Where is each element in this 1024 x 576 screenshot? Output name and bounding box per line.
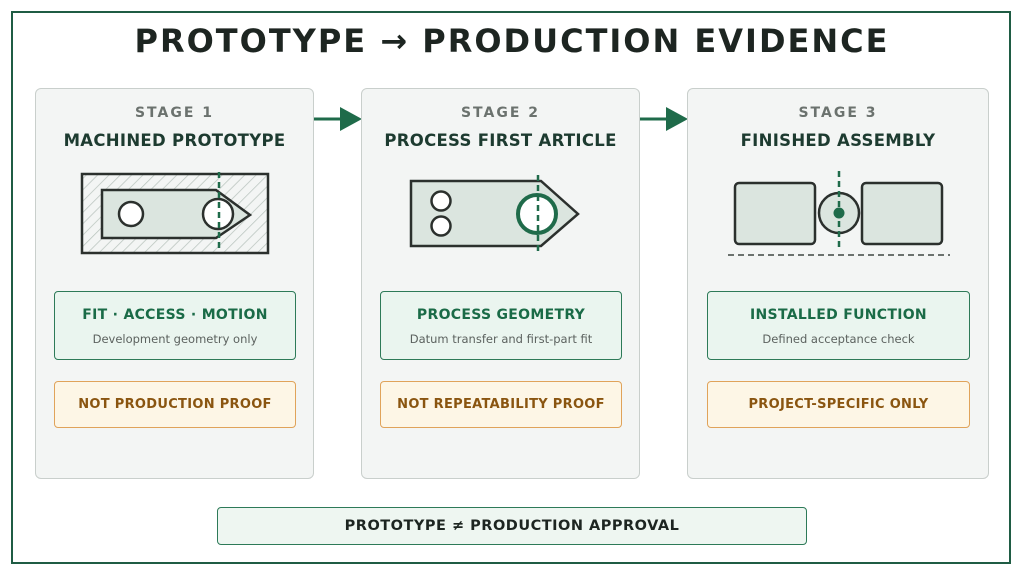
scope-box: PROCESS GEOMETRY Datum transfer and firs… [380, 291, 622, 360]
scope-subtitle: Datum transfer and first-part fit [409, 332, 593, 346]
stage-panel-2: STAGE 2 PROCESS FIRST ARTICLE PROCESS GE… [361, 88, 640, 479]
caveat-text: PROJECT-SPECIFIC ONLY [748, 397, 929, 412]
stage-title: MACHINED PROTOTYPE [63, 131, 286, 150]
scope-subtitle: Defined acceptance check [762, 332, 915, 346]
arrow-right-icon [314, 107, 362, 131]
scope-box: FIT · ACCESS · MOTION Development geomet… [54, 291, 296, 360]
conclusion-box: PROTOTYPE ≠ PRODUCTION APPROVAL [217, 507, 807, 545]
stage-title: FINISHED ASSEMBLY [740, 131, 936, 150]
caveat-box: NOT REPEATABILITY PROOF [380, 381, 622, 428]
first-article-icon [409, 175, 580, 253]
stage-panel-3: STAGE 3 FINISHED ASSEMBLY INSTALLED FUNC… [687, 88, 989, 479]
arrow-right-icon [640, 107, 688, 131]
stage-label: STAGE 3 [798, 105, 878, 121]
stage-label: STAGE 1 [134, 105, 215, 121]
caveat-box: PROJECT-SPECIFIC ONLY [707, 381, 970, 428]
caveat-box: NOT PRODUCTION PROOF [54, 381, 296, 428]
scope-subtitle: Development geometry only [92, 332, 258, 346]
scope-title: FIT · ACCESS · MOTION [82, 307, 268, 323]
machined-prototype-icon [80, 172, 270, 255]
conclusion-text: PROTOTYPE ≠ PRODUCTION APPROVAL [344, 518, 680, 534]
page-title: PROTOTYPE → PRODUCTION EVIDENCE [134, 22, 890, 60]
stage-label: STAGE 2 [460, 105, 541, 121]
stage-title: PROCESS FIRST ARTICLE [384, 131, 617, 150]
scope-box: INSTALLED FUNCTION Defined acceptance ch… [707, 291, 970, 360]
finished-assembly-icon [728, 171, 950, 256]
scope-title: PROCESS GEOMETRY [416, 307, 586, 323]
caveat-text: NOT REPEATABILITY PROOF [397, 397, 605, 412]
caveat-text: NOT PRODUCTION PROOF [78, 397, 272, 412]
stage-panel-1: STAGE 1 MACHINED PROTOTYPE FIT · ACCESS … [35, 88, 314, 479]
scope-title: INSTALLED FUNCTION [750, 307, 927, 323]
